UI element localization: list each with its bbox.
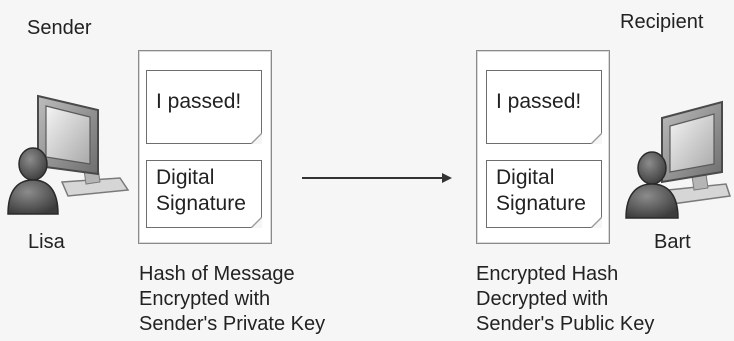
right-arrow-icon	[302, 173, 452, 183]
sender-caption-line-3: Sender's Private Key	[139, 313, 326, 335]
sender-caption-line-1: Hash of Message	[139, 263, 295, 285]
sender-caption: Hash of Message Encrypted with Sender's …	[139, 262, 325, 337]
sender-message-note: I passed!	[146, 70, 262, 144]
recipient-heading: Recipient	[620, 11, 704, 33]
recipient-signature-line-2: Signature	[496, 192, 586, 215]
recipient-name: Bart	[654, 231, 691, 253]
recipient-message-text: I passed!	[496, 90, 582, 113]
recipient-user-at-computer-icon	[625, 100, 731, 219]
sender-signature-line-2: Signature	[156, 192, 246, 215]
recipient-caption: Encrypted Hash Decrypted with Sender's P…	[476, 262, 654, 337]
sender-signature-line-1: Digital	[156, 166, 215, 189]
sender-name: Lisa	[28, 231, 65, 253]
sender-heading: Sender	[27, 17, 92, 39]
recipient-signature-note: Digital Signature	[486, 160, 602, 228]
recipient-caption-line-1: Encrypted Hash	[476, 263, 619, 285]
sender-user-at-computer-icon	[7, 94, 130, 215]
recipient-signature-line-1: Digital	[496, 166, 555, 189]
recipient-caption-line-3: Sender's Public Key	[476, 313, 655, 335]
sender-signature-note: Digital Signature	[146, 160, 262, 228]
sender-message-text: I passed!	[156, 90, 242, 113]
sender-caption-line-2: Encrypted with	[139, 288, 271, 310]
recipient-message-note: I passed!	[486, 70, 602, 144]
recipient-caption-line-2: Decrypted with	[476, 288, 609, 310]
